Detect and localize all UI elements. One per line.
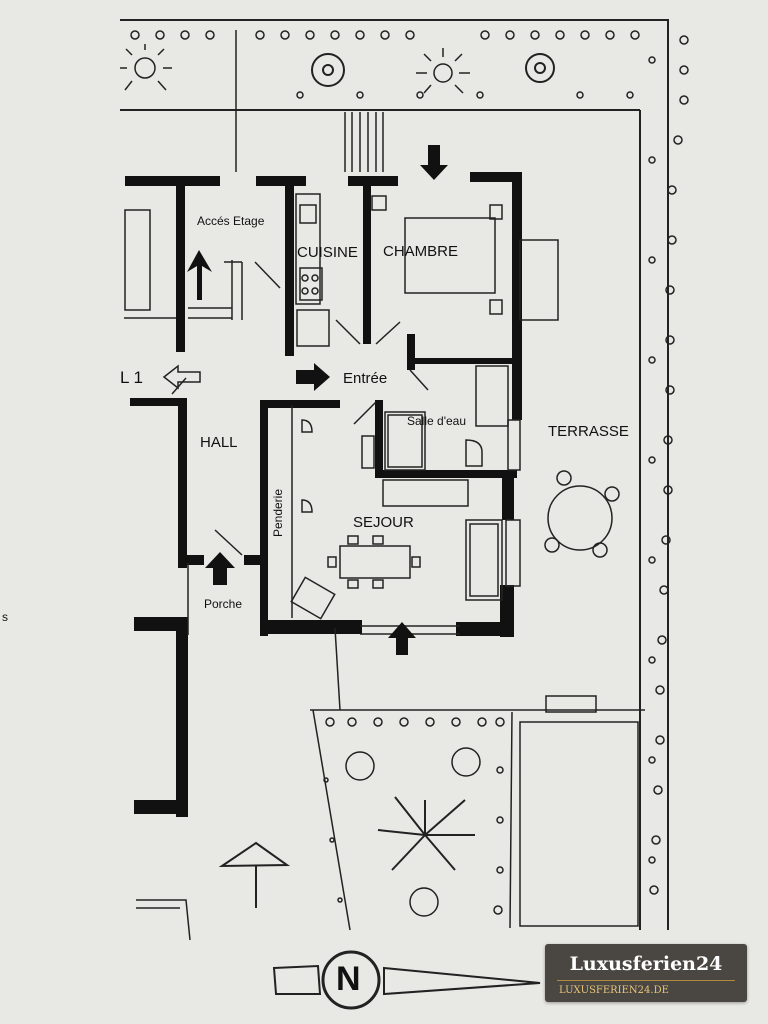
label-chambre: CHAMBRE (383, 243, 459, 260)
label-entree: Entrée (343, 370, 388, 387)
house-walls (125, 172, 522, 817)
hedge-top (130, 30, 640, 99)
label-salle-deau: Salle d'eau (407, 414, 467, 428)
l1-arrow-icon (162, 364, 201, 390)
watermark-brand: Luxusferien24 (569, 953, 723, 975)
label-cuisine: CUISINE (297, 244, 358, 261)
label-terrasse: TERRASSE (548, 423, 629, 440)
garden-lines (235, 30, 384, 172)
hedge-right (648, 35, 689, 895)
label-l1: L 1 (120, 368, 144, 387)
edge-fragments (136, 899, 191, 941)
label-sejour: SEJOUR (353, 514, 414, 531)
compass-icon (218, 841, 541, 1010)
entry-arrows (187, 145, 448, 655)
watermark-url: LUXUSFERIEN24.DE (559, 985, 669, 996)
sun-plant-icon (120, 44, 172, 91)
door-swings (171, 261, 429, 556)
shrub-icon (311, 53, 555, 87)
label-edge-s: s (2, 610, 8, 624)
sun-plant-icon (416, 48, 470, 94)
label-hall: HALL (200, 434, 238, 451)
watermark-divider (557, 980, 735, 981)
garden-border (120, 19, 669, 930)
label-porche: Porche (204, 597, 243, 611)
watermark-badge: Luxusferien24 LUXUSFERIEN24.DE (545, 944, 747, 1002)
north-label: N (336, 960, 361, 998)
label-penderie: Penderie (271, 488, 286, 538)
lower-garden (310, 709, 645, 931)
terrace-table (544, 470, 620, 558)
furniture (290, 195, 639, 927)
label-acces-etage: Accés Etage (197, 214, 265, 228)
